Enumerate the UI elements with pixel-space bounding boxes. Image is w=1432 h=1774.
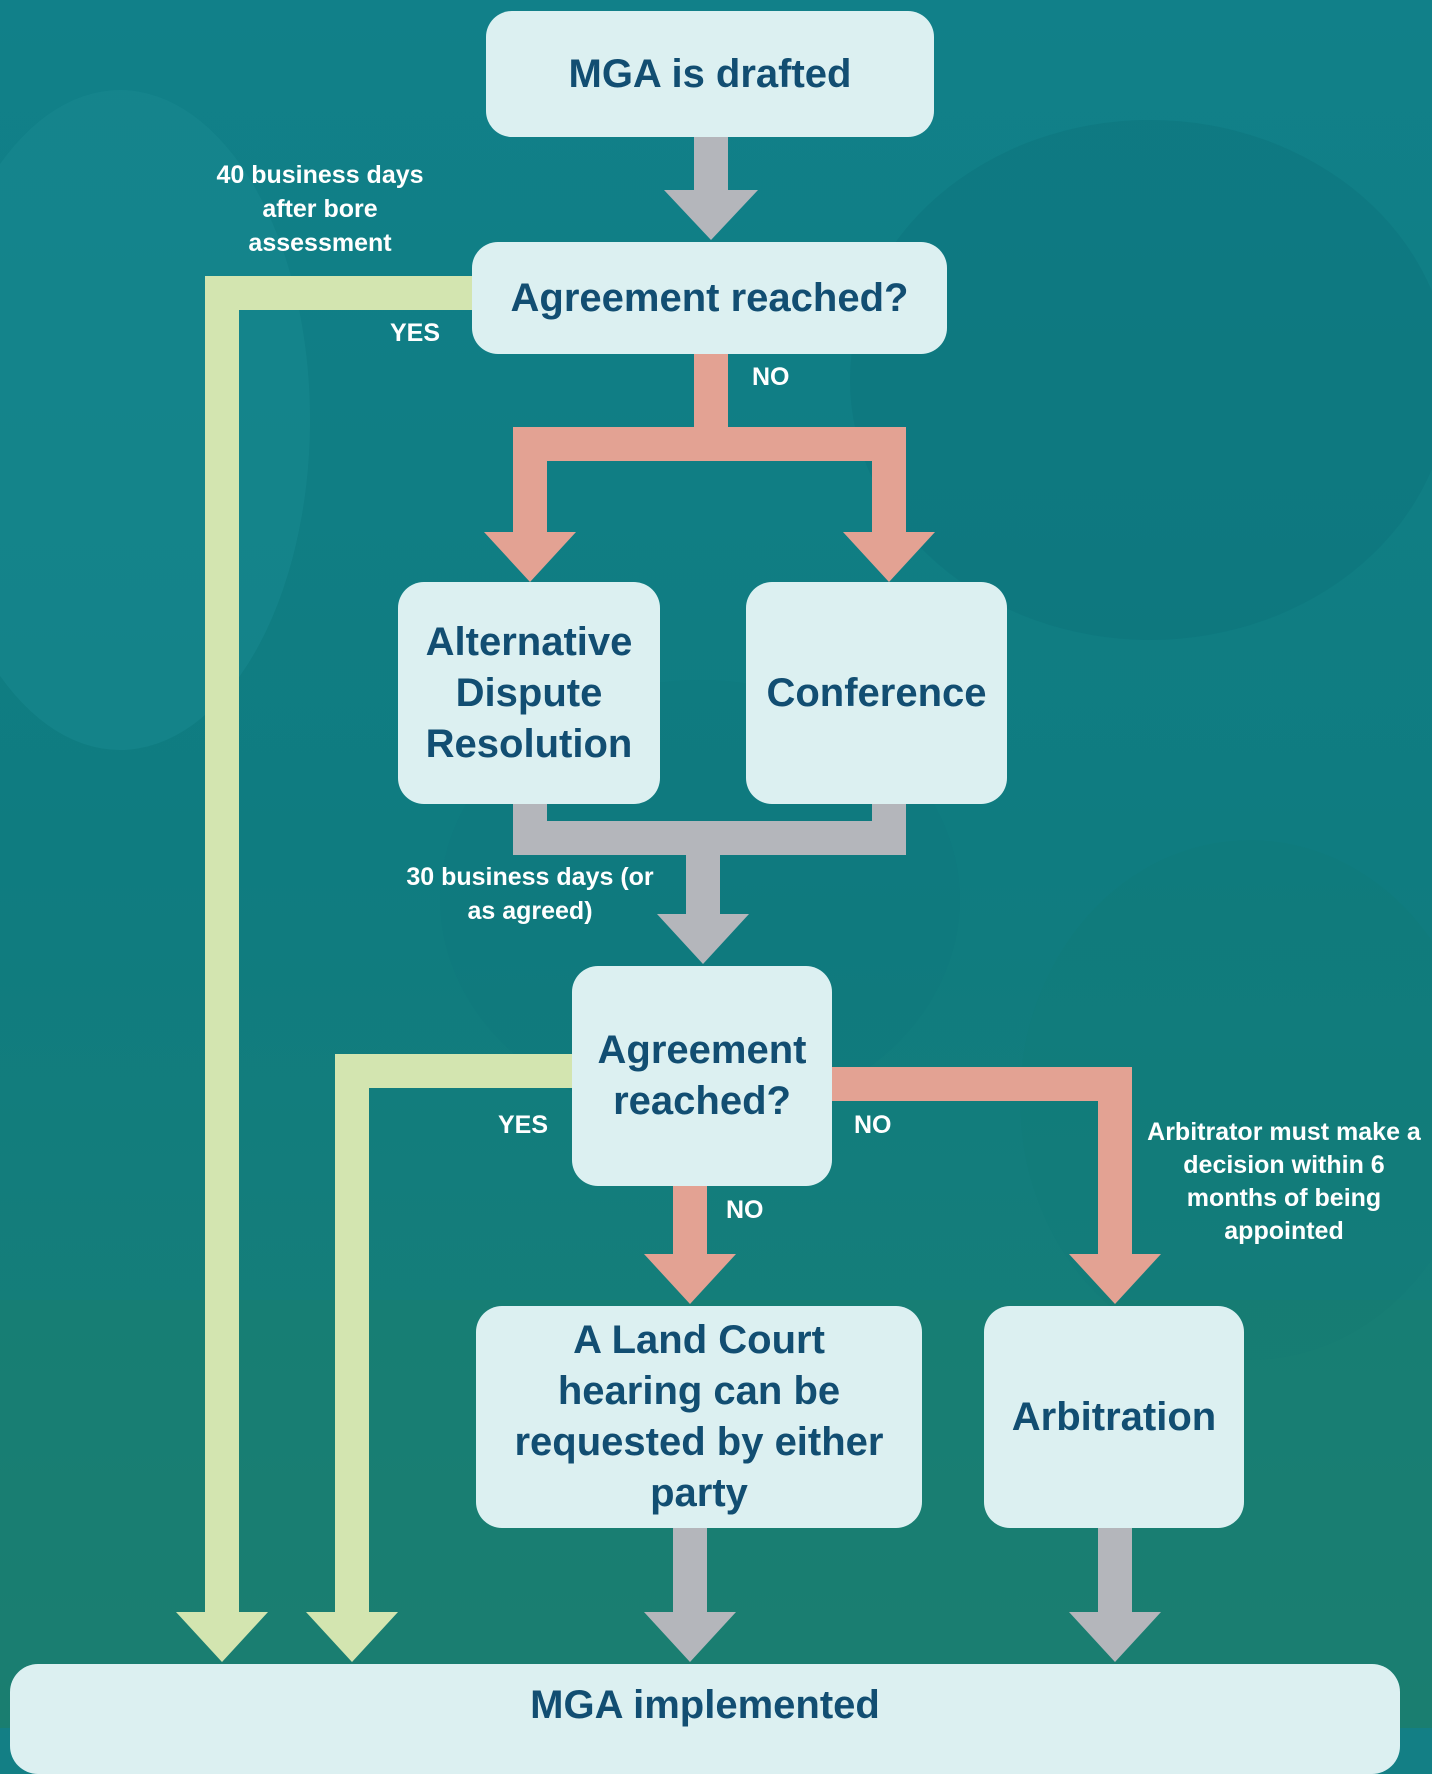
arrow-draft-to-agree1 (664, 136, 758, 240)
label-no-2-down: NO (726, 1196, 764, 1224)
label-40-business-days: 40 business days after bore assessment (216, 161, 424, 257)
arrow-no2-to-land-court (644, 1186, 736, 1304)
node-mga-drafted: MGA is drafted (486, 11, 934, 137)
arrow-merge-to-agree2 (513, 800, 906, 964)
arrow-land-court-to-implemented (644, 1527, 736, 1662)
node-agreement-reached-1: Agreement reached? (472, 242, 947, 354)
flow-arrows (176, 136, 1161, 1662)
arrow-arbitration-to-implemented (1069, 1527, 1161, 1662)
label-yes-1: YES (390, 319, 441, 347)
label-yes-2: YES (498, 1111, 549, 1139)
label-no-2-right: NO (854, 1111, 892, 1139)
node-land-court-hearing: A Land Court hearing can be requested by… (476, 1306, 922, 1528)
arrow-no1-to-adr-and-conference (484, 354, 935, 582)
arrow-yes2-to-implemented (306, 1054, 574, 1662)
label-arbitrator-note: Arbitrator must make a decision within 6… (1147, 1118, 1421, 1245)
label-30-business-days: 30 business days (or as agreed) (406, 863, 654, 925)
label-no-1: NO (752, 363, 790, 391)
node-arbitration: Arbitration (984, 1306, 1244, 1528)
node-alternative-dispute-resolution: Alternative Dispute Resolution (398, 582, 660, 804)
arrow-yes1-to-implemented (176, 276, 476, 1662)
node-mga-implemented: MGA implemented (10, 1664, 1400, 1774)
arrow-no2-to-arbitration (830, 1067, 1161, 1304)
node-conference: Conference (746, 582, 1007, 804)
node-agreement-reached-2: Agreement reached? (572, 966, 832, 1186)
